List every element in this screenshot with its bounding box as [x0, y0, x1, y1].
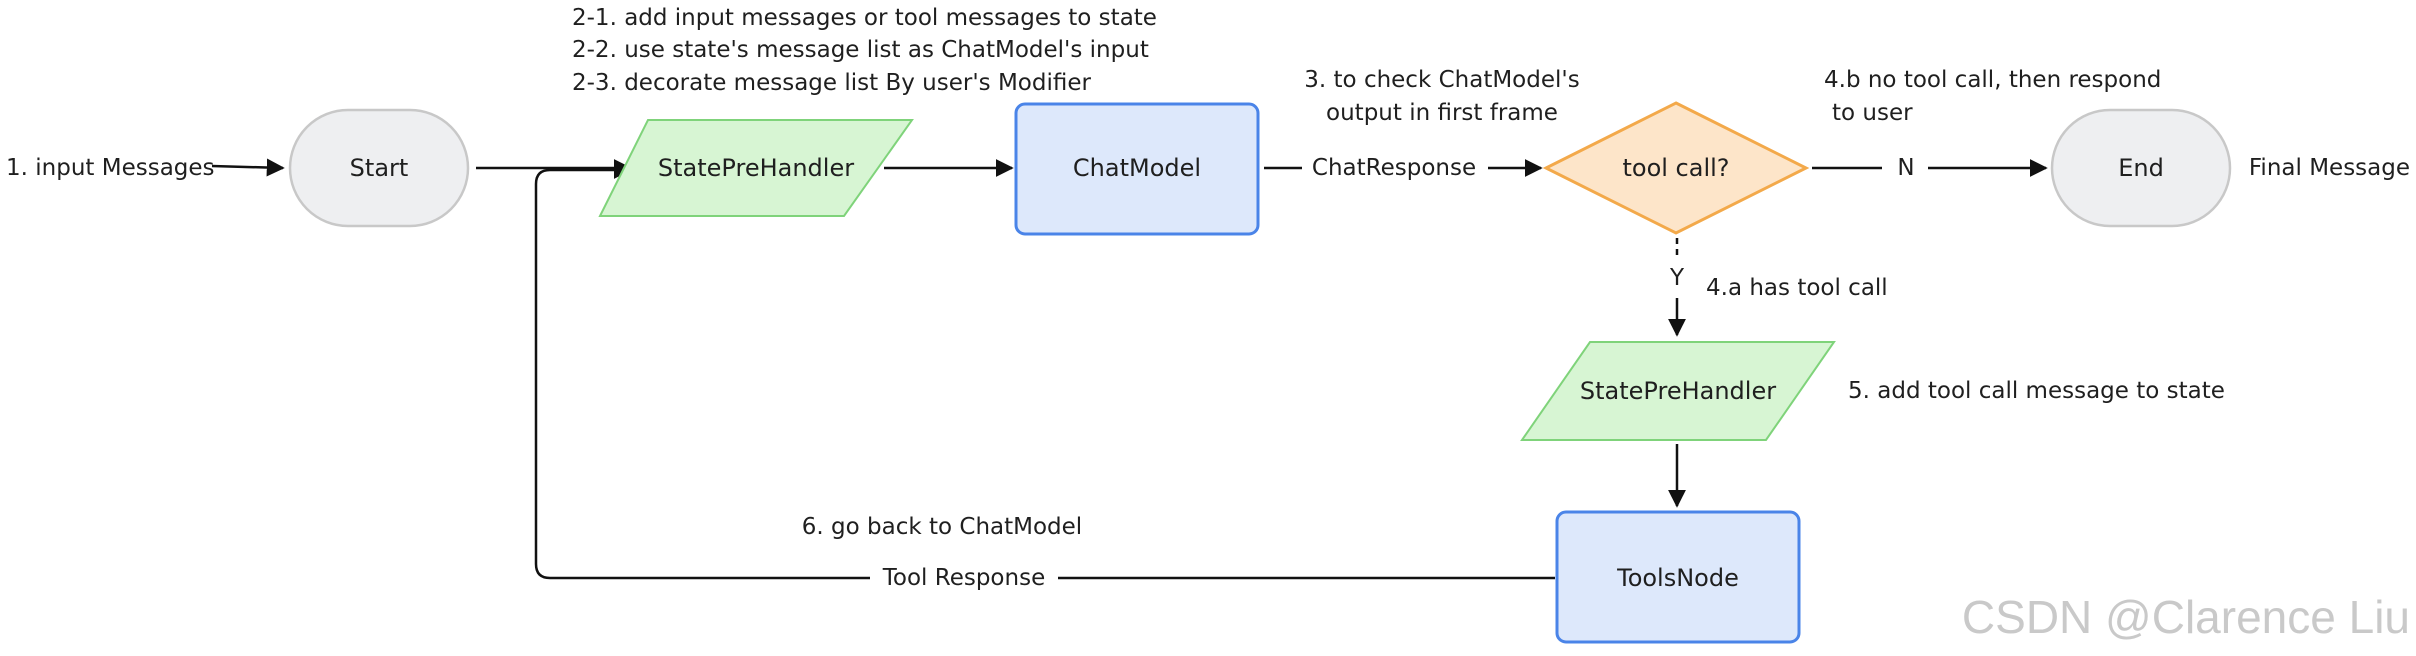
tools-node-label: ToolsNode [1616, 564, 1739, 592]
edge-label-tool-response: Tool Response [882, 565, 1045, 591]
annotation-step4a: 4.a has tool call [1706, 275, 1888, 301]
state-pre-handler-top-node: StatePreHandler [598, 119, 914, 217]
annotation-step1: 1. input Messages [6, 155, 215, 181]
end-node-label: End [2118, 154, 2164, 182]
edge-label-yes: Y [1669, 265, 1685, 291]
tool-call-decision-label: tool call? [1622, 154, 1729, 182]
start-node: Start [288, 108, 470, 228]
annotation-step2-2: 2-2. use state's message list as ChatMod… [572, 37, 1149, 63]
state-pre-handler-bottom-shape [1520, 341, 1836, 441]
annotation-step2-3: 2-3. decorate message list By user's Mod… [572, 70, 1091, 96]
annotation-step2-1: 2-1. add input messages or tool messages… [572, 5, 1157, 31]
watermark-text: CSDN @Clarence Liu [1962, 591, 2410, 643]
chat-model-shape [1014, 102, 1260, 236]
annotation-step6: 6. go back to ChatModel [802, 514, 1082, 540]
annotation-step3-line2: output in first frame [1326, 100, 1558, 126]
tool-call-decision-shape [1542, 101, 1810, 235]
start-node-shape [288, 108, 470, 228]
chat-model-node: ChatModel [1014, 102, 1260, 236]
end-node-shape [2050, 108, 2232, 228]
tools-node: ToolsNode [1555, 510, 1801, 644]
state-pre-handler-top-label: StatePreHandler [658, 154, 854, 182]
annotation-step4b-line2: to user [1832, 100, 1913, 126]
chat-model-label: ChatModel [1073, 154, 1201, 182]
state-pre-handler-bottom-label: StatePreHandler [1580, 377, 1776, 405]
tool-call-decision-node: tool call? [1542, 101, 1810, 235]
connectors [211, 158, 2048, 580]
annotation-step3-line1: 3. to check ChatModel's [1304, 67, 1579, 93]
edge-toolresponse-loop-back [534, 161, 870, 580]
tools-node-shape [1555, 510, 1801, 644]
edge-label-chat-response: ChatResponse [1312, 155, 1476, 181]
annotation-final-message: Final Message [2249, 155, 2410, 181]
state-pre-handler-bottom-node: StatePreHandler [1520, 341, 1836, 441]
annotation-step4b-line1: 4.b no tool call, then respond [1824, 67, 2161, 93]
edge-input-to-start [211, 158, 285, 177]
state-pre-handler-top-shape [598, 119, 914, 217]
annotation-step5: 5. add tool call message to state [1848, 378, 2225, 404]
end-node: End [2050, 108, 2232, 228]
edge-label-no: N [1897, 155, 1914, 181]
start-node-label: Start [350, 154, 409, 182]
